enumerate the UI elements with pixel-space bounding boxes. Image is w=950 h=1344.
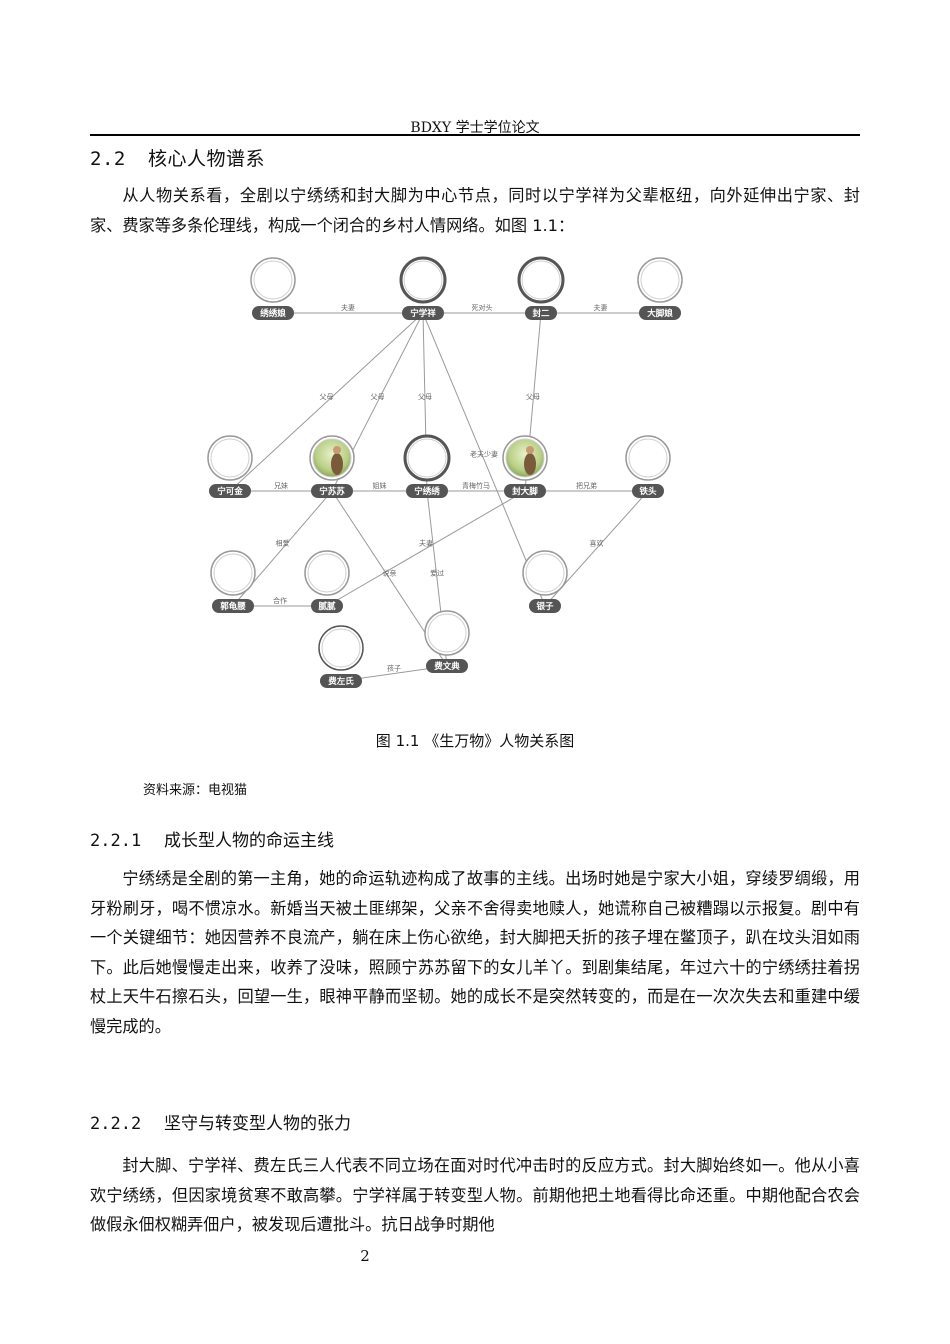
node-label: 费左氏: [328, 676, 354, 687]
portrait-head: [526, 446, 534, 454]
person-node[interactable]: 宁可金: [207, 435, 253, 498]
figure-caption: 图 1.1 《生万物》人物关系图: [375, 732, 575, 750]
edge-label: 父母: [371, 393, 385, 401]
section-heading: 2.2 核心人物谱系: [90, 144, 265, 171]
edge-label: 孩子: [387, 664, 401, 673]
node-inner-circle: [525, 553, 565, 593]
node-label: 宁苏苏: [319, 486, 345, 497]
node-inner-circle: [210, 438, 250, 478]
node-label-pill: [311, 484, 353, 498]
edge-label: 老夫少妻: [470, 450, 498, 459]
person-node[interactable]: 铁头: [625, 435, 671, 498]
intro-paragraph: 从人物关系看，全剧以宁绣绣和封大脚为中心节点，同时以宁学祥为父辈枢纽，向外延伸出…: [90, 186, 860, 235]
edge-label: 说亲: [383, 569, 397, 578]
node-label: 费文典: [434, 661, 460, 672]
person-node[interactable]: 封二: [517, 256, 565, 320]
node-label: 封大脚: [512, 486, 538, 497]
section-number: 2.2: [90, 148, 126, 170]
node-label: 铁头: [639, 486, 657, 497]
node-label-pill: [639, 306, 681, 320]
node-label-pill: [209, 484, 251, 498]
node-label: 封二: [532, 308, 550, 319]
node-inner-circle: [321, 628, 361, 668]
person-node[interactable]: 腻腻: [304, 550, 350, 613]
node-label: 大脚娘: [647, 308, 673, 319]
node-label-pill: [320, 674, 362, 688]
edge-label: 夫妻: [594, 303, 608, 312]
person-node[interactable]: 费左氏: [318, 625, 364, 688]
header-rule: [90, 134, 860, 136]
node-label: 银子: [535, 601, 554, 612]
node-inner-circle: [521, 260, 561, 300]
person-node[interactable]: 宁学祥: [399, 256, 447, 320]
portrait-figure: [524, 453, 536, 475]
node-label-pill: [311, 599, 343, 613]
node-label-pill: [406, 484, 448, 498]
node-label-pill: [252, 306, 294, 320]
page-header: BDXY 学士学位论文: [410, 120, 540, 136]
person-node[interactable]: 绣绣娘: [250, 257, 296, 320]
node-inner-circle: [407, 438, 447, 478]
node-label-pill: [402, 306, 444, 320]
node-label-pill: [504, 484, 546, 498]
node-label-pill: [529, 599, 561, 613]
edge-label: 父母: [418, 393, 432, 401]
node-inner-circle: [253, 260, 293, 300]
person-node[interactable]: 封大脚: [502, 435, 548, 498]
node-label-pill: [632, 484, 664, 498]
node-label-pill: [212, 599, 254, 613]
relationship-edge: [229, 312, 424, 492]
edge-label: 父母: [320, 393, 334, 401]
node-label: 宁学祥: [410, 308, 436, 319]
portrait-figure: [331, 453, 343, 475]
edge-label: 喜欢: [590, 539, 604, 548]
subsection-title-1: 成长型人物的命运主线: [164, 831, 334, 851]
person-node[interactable]: 费文典: [424, 610, 470, 673]
node-label-pill: [525, 306, 557, 320]
person-node[interactable]: 大脚娘: [637, 257, 683, 320]
person-node[interactable]: 郭龟腰: [210, 550, 256, 613]
edge-label: 夫妻: [419, 539, 433, 548]
node-label: 郭龟腰: [220, 601, 246, 612]
edge-label: 姐妹: [373, 481, 387, 490]
page-number: 2: [360, 1247, 370, 1265]
edge-label: 死对头: [472, 303, 493, 312]
figure-source: 资料来源：电视猫: [143, 783, 248, 798]
person-node[interactable]: 宁苏苏: [309, 435, 355, 498]
person-node[interactable]: 银子: [522, 550, 568, 613]
node-label: 绣绣娘: [259, 308, 286, 319]
node-inner-circle: [403, 260, 443, 300]
relationship-graph: 夫妻死对头夫妻父母父母父母父母老夫少妻兄妹姐妹青梅竹马把兄弟相爱合作夫妻说亲爱过…: [207, 256, 683, 688]
node-label: 宁绣绣: [414, 486, 440, 497]
subsection-paragraph-1: 宁绣绣是全剧的第一主角，她的命运轨迹构成了故事的主线。出场时她是宁家大小姐，穿绫…: [90, 869, 860, 1036]
relationship-figure: 夫妻死对头夫妻父母父母父母父母老夫少妻兄妹姐妹青梅竹马把兄弟相爱合作夫妻说亲爱过…: [195, 248, 695, 713]
node-label: 腻腻: [318, 601, 336, 612]
portrait-head: [333, 446, 341, 454]
relationship-edge: [422, 312, 546, 607]
edge-label: 夫妻: [341, 303, 355, 312]
relationship-edge: [326, 490, 526, 607]
edge-label: 把兄弟: [576, 481, 597, 490]
subsection-title-2: 坚守与转变型人物的张力: [164, 1114, 351, 1134]
subsection-heading-2: 2.2.2 坚守与转变型人物的张力: [90, 1109, 351, 1134]
subsection-number-1: 2.2.1: [90, 831, 142, 851]
subsection-number-2: 2.2.2: [90, 1114, 142, 1134]
person-node[interactable]: 宁绣绣: [403, 434, 451, 498]
subsection-paragraph-2: 封大脚、宁学祥、费左氏三人代表不同立场在面对时代冲击时的反应方式。封大脚始终如一…: [90, 1156, 860, 1234]
edge-label: 相爱: [276, 539, 290, 548]
node-inner-circle: [640, 260, 680, 300]
node-inner-circle: [427, 613, 467, 653]
edge-label: 合作: [273, 596, 287, 605]
node-inner-circle: [213, 553, 253, 593]
node-label: 宁可金: [217, 486, 243, 497]
edge-label: 兄妹: [274, 481, 288, 490]
node-label-pill: [426, 659, 468, 673]
node-inner-circle: [307, 553, 347, 593]
edge-label: 爱过: [430, 569, 444, 578]
edge-label: 青梅竹马: [462, 481, 490, 490]
edge-label: 父母: [526, 393, 540, 401]
node-inner-circle: [628, 438, 668, 478]
subsection-heading-1: 2.2.1 成长型人物的命运主线: [90, 826, 334, 851]
section-title: 核心人物谱系: [148, 148, 266, 170]
